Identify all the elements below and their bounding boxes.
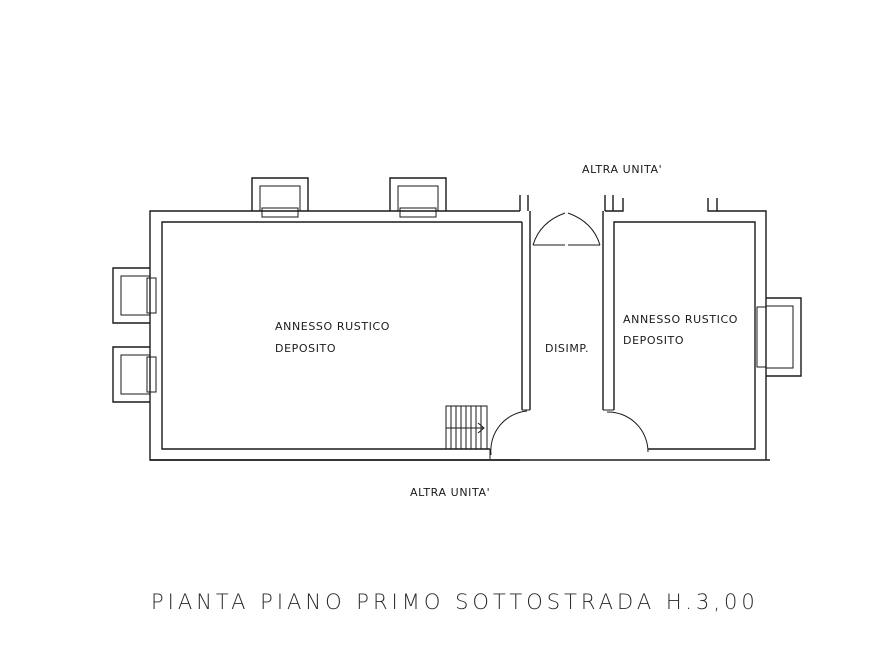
door-right-room <box>603 409 649 453</box>
right-room-walls <box>602 211 756 450</box>
staircase <box>445 405 488 450</box>
label-other-unit-top: ALTRA UNITA' <box>582 163 662 176</box>
label-room-right-name: ANNESSO RUSTICO <box>623 313 738 326</box>
label-other-unit-bottom: ALTRA UNITA' <box>410 486 490 499</box>
left-room-walls <box>161 211 531 450</box>
window-left-1 <box>112 267 157 324</box>
double-door-corridor <box>532 212 601 246</box>
label-corridor: DISIMP. <box>545 342 589 355</box>
label-room-right-use: DEPOSITO <box>623 334 684 347</box>
outer-walls <box>149 195 770 461</box>
window-top-2 <box>389 177 447 218</box>
window-top-1 <box>251 177 309 218</box>
window-left-2 <box>112 346 157 403</box>
label-room-left-name: ANNESSO RUSTICO <box>275 320 390 333</box>
plan-title: PIANTA PIANO PRIMO SOTTOSTRADA H.3,00 <box>151 590 759 614</box>
window-right <box>756 297 802 377</box>
door-left-room <box>489 409 530 459</box>
label-room-left-use: DEPOSITO <box>275 342 336 355</box>
